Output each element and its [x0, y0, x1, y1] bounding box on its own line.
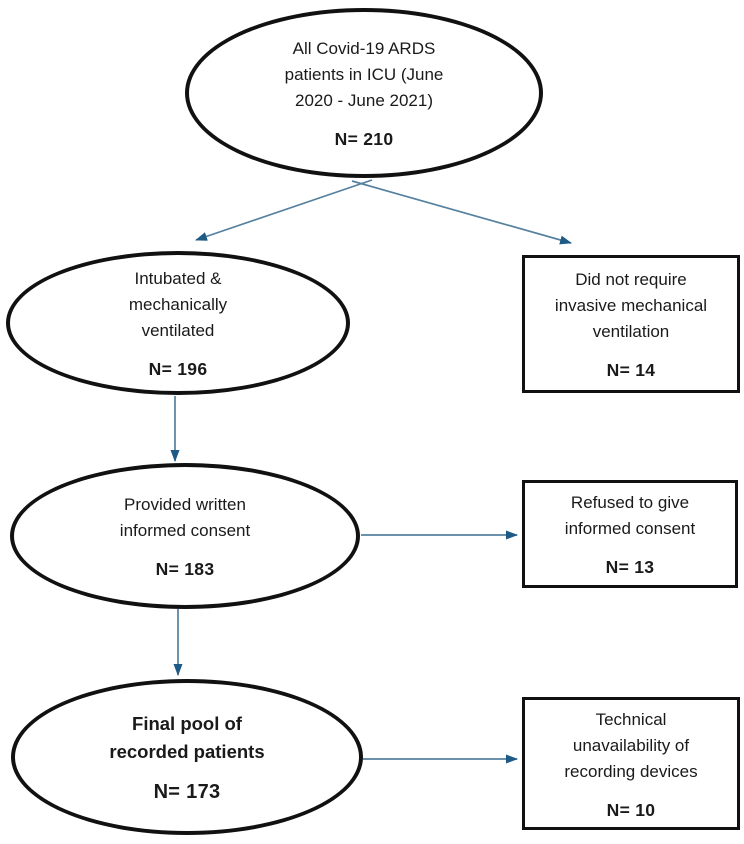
- node-technical-unavailability: Technical unavailability of recording de…: [522, 697, 740, 830]
- node-label: Provided written informed consent: [119, 495, 251, 540]
- node-n-value: N= 196: [148, 359, 208, 379]
- node-n-value: N= 10: [606, 799, 656, 820]
- node-n-value: N= 183: [155, 559, 215, 579]
- arrow-all-to-intubated: [195, 179, 373, 241]
- arrow-all-to-no-imv: [351, 180, 572, 245]
- node-label: Did not require invasive mechanical vent…: [554, 270, 708, 341]
- node-n-value: N= 13: [605, 557, 655, 577]
- node-final-pool: Final pool of recorded patients N= 173: [11, 679, 363, 835]
- node-provided-consent: Provided written informed consent N= 183: [10, 463, 360, 609]
- node-n-value: N= 210: [334, 129, 394, 149]
- node-refused-consent: Refused to give informed consent N= 13: [522, 480, 738, 588]
- node-label: Final pool of recorded patients: [109, 713, 265, 762]
- node-label: Refused to give informed consent: [564, 493, 696, 538]
- node-intubated-ventilated: Intubated & mechanically ventilated N= 1…: [6, 251, 350, 395]
- node-label: All Covid-19 ARDS patients in ICU (June …: [284, 39, 444, 110]
- node-all-covid-ards-patients: All Covid-19 ARDS patients in ICU (June …: [185, 8, 543, 178]
- node-label: Intubated & mechanically ventilated: [128, 269, 228, 340]
- node-n-value: N= 14: [606, 360, 656, 380]
- node-label: Technical unavailability of recording de…: [564, 709, 698, 781]
- node-did-not-require-ventilation: Did not require invasive mechanical vent…: [522, 255, 740, 393]
- node-n-value: N= 173: [153, 781, 221, 803]
